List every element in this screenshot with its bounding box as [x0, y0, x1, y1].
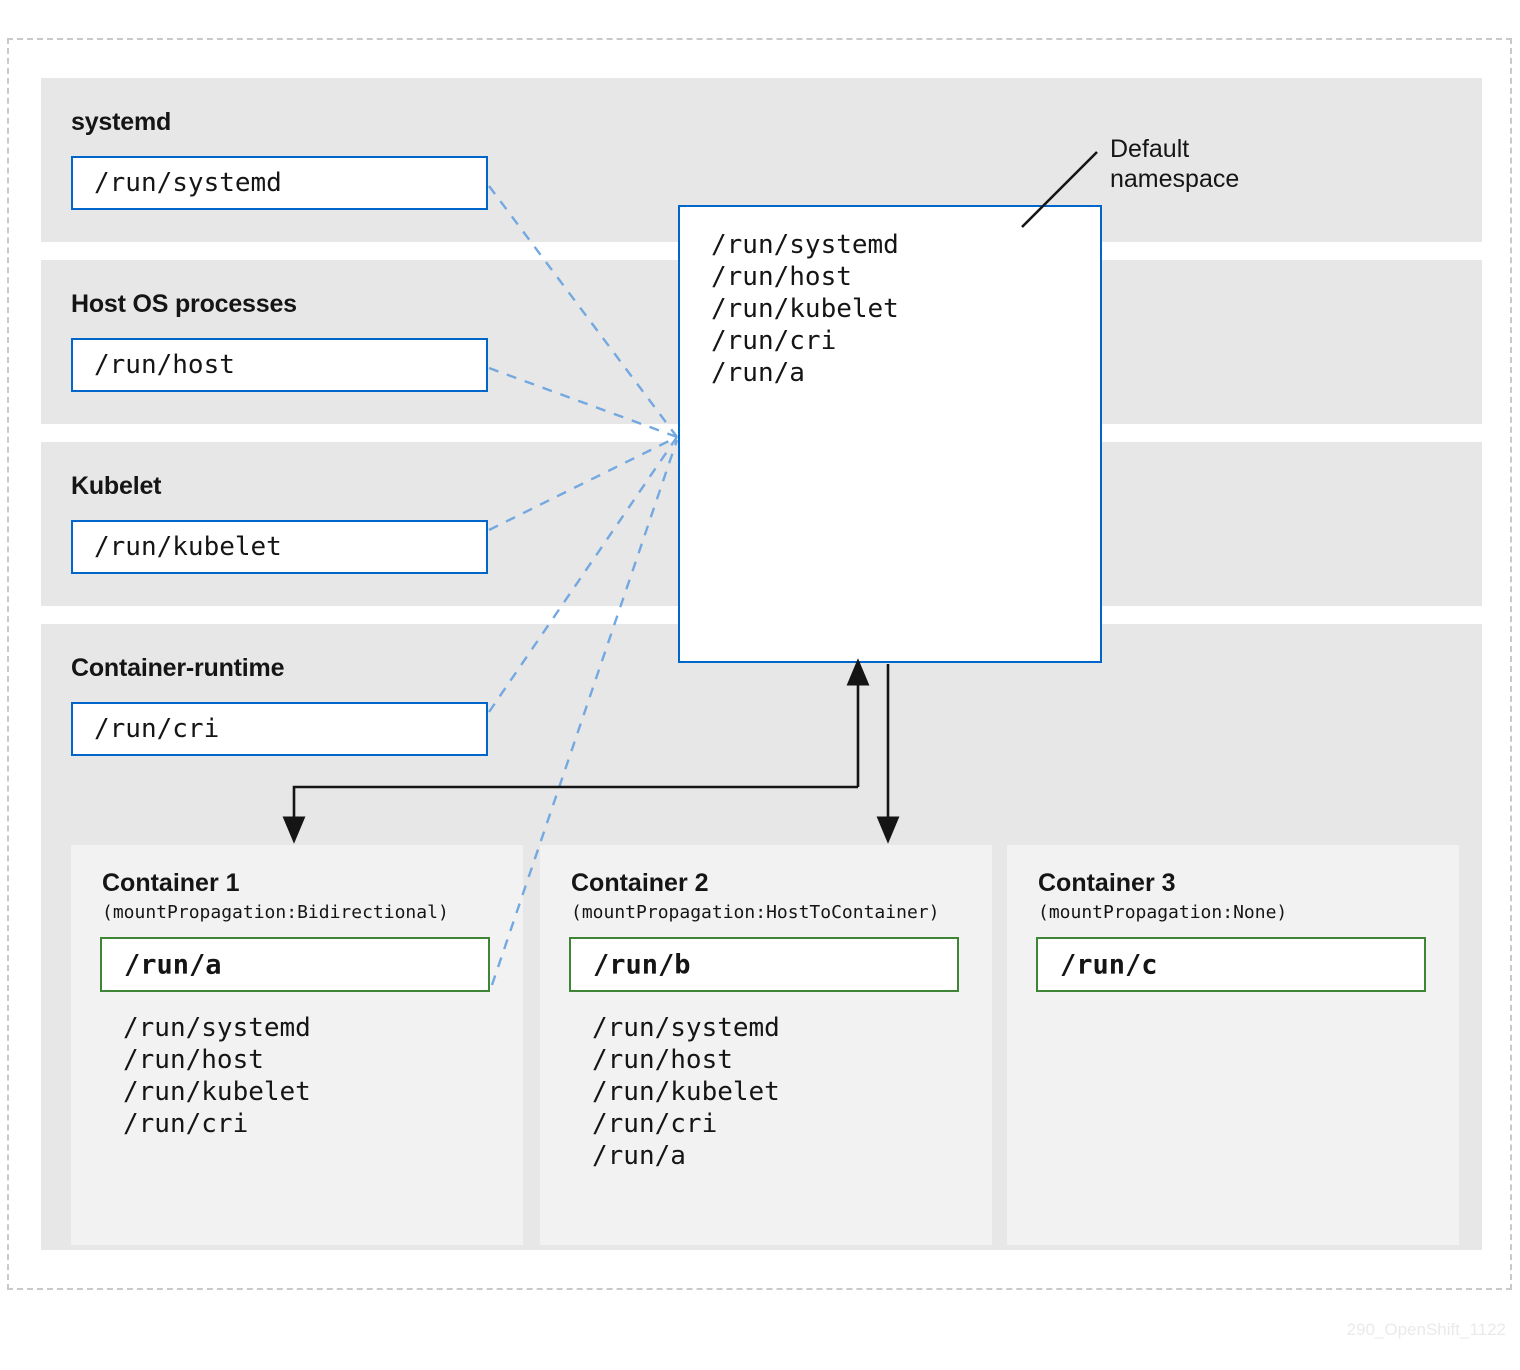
default-namespace-box: /run/systemd /run/host /run/kubelet /run… — [678, 205, 1102, 663]
container-card-3: Container 3 (mountPropagation:None) /run… — [1007, 845, 1459, 1245]
lane-title-host-os-processes: Host OS processes — [71, 290, 297, 318]
watermark-label: 290_OpenShift_1122 — [1346, 1320, 1506, 1339]
host-path-box-systemd: /run/systemd — [71, 156, 488, 210]
container-card-2-propagation: (mountPropagation:HostToContainer) — [571, 902, 940, 923]
container-card-1-mount-box: /run/a — [100, 937, 490, 992]
container-card-3-title: Container 3 — [1038, 869, 1176, 897]
container-card-1-visible-mounts: /run/systemd /run/host /run/kubelet /run… — [123, 1013, 311, 1139]
container-card-2-visible-mounts: /run/systemd /run/host /run/kubelet /run… — [592, 1013, 780, 1171]
container-card-2-mount-label: /run/b — [593, 949, 691, 980]
container-card-2-title: Container 2 — [571, 869, 709, 897]
container-card-3-mount-box: /run/c — [1036, 937, 1426, 992]
lane-title-systemd: systemd — [71, 108, 172, 136]
default-namespace-mount-list: /run/systemd /run/host /run/kubelet /run… — [711, 230, 899, 388]
diagram-outer-frame — [7, 38, 1512, 1290]
host-path-label-cri: /run/cri — [94, 714, 220, 744]
container-card-3-mount-label: /run/c — [1060, 949, 1158, 980]
container-card-1-mount-label: /run/a — [124, 949, 222, 980]
container-card-1-propagation: (mountPropagation:Bidirectional) — [102, 902, 449, 923]
container-card-1-title: Container 1 — [102, 869, 240, 897]
lane-title-container-runtime: Container-runtime — [71, 654, 285, 682]
container-card-1: Container 1 (mountPropagation:Bidirectio… — [71, 845, 523, 1245]
container-card-3-propagation: (mountPropagation:None) — [1038, 902, 1288, 923]
container-card-2-mount-box: /run/b — [569, 937, 959, 992]
host-path-box-cri: /run/cri — [71, 702, 488, 756]
host-path-label-systemd: /run/systemd — [94, 168, 282, 198]
host-path-label-kubelet: /run/kubelet — [94, 532, 282, 562]
host-path-box-kubelet: /run/kubelet — [71, 520, 488, 574]
host-path-label-host: /run/host — [94, 350, 235, 380]
container-card-2: Container 2 (mountPropagation:HostToCont… — [540, 845, 992, 1245]
lane-title-kubelet: Kubelet — [71, 472, 162, 500]
default-namespace-callout-label: Default namespace — [1110, 135, 1240, 193]
host-path-box-host: /run/host — [71, 338, 488, 392]
